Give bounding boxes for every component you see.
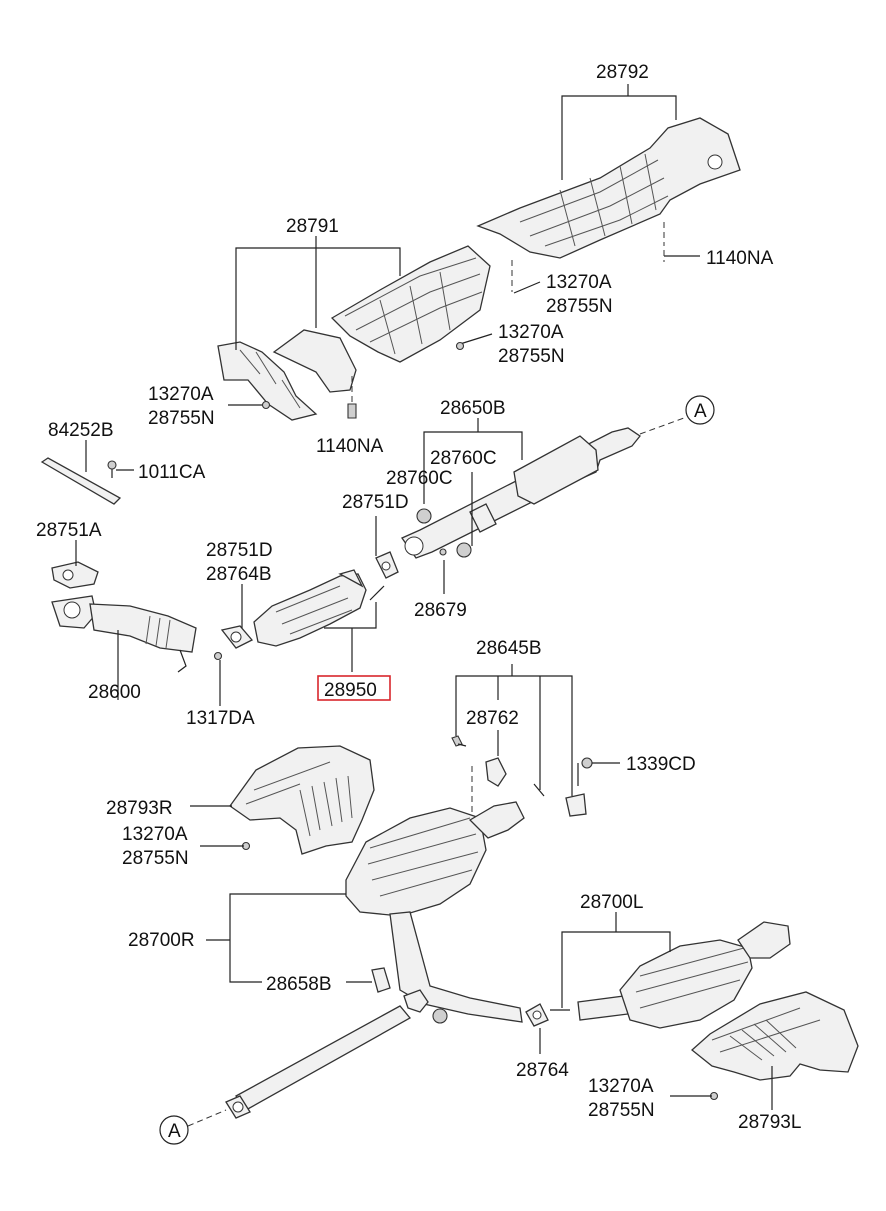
label-28600[interactable]: 28600 (88, 682, 141, 703)
label-28679[interactable]: 28679 (414, 600, 467, 621)
label-28755n-r[interactable]: 28755N (122, 848, 189, 869)
label-13270a-top[interactable]: 13270A (546, 272, 612, 293)
label-28760c-left[interactable]: 28760C (386, 468, 453, 489)
label-28755n-mid[interactable]: 28755N (498, 346, 565, 367)
highlight-box (317, 675, 391, 701)
label-28751a[interactable]: 28751A (36, 520, 102, 541)
ref-circle-bottom (159, 1115, 189, 1145)
stay-drawing (40, 457, 122, 505)
label-1011ca[interactable]: 1011CA (138, 462, 206, 483)
leader-lines (75, 84, 773, 1110)
label-28791[interactable]: 28791 (286, 216, 339, 237)
label-ref-a-bottom[interactable]: A (168, 1121, 181, 1142)
label-28751d-left[interactable]: 28751D (206, 540, 273, 561)
label-ref-a-top[interactable]: A (694, 401, 707, 422)
label-28658b[interactable]: 28658B (266, 974, 332, 995)
label-28764[interactable]: 28764 (516, 1060, 569, 1081)
label-1317da[interactable]: 1317DA (186, 708, 255, 729)
label-1140na-mid[interactable]: 1140NA (316, 436, 384, 457)
label-1140na-top[interactable]: 1140NA (706, 248, 774, 269)
label-28645b[interactable]: 28645B (476, 638, 542, 659)
label-28760c-right[interactable]: 28760C (430, 448, 497, 469)
heat-protector-r-drawing (229, 745, 375, 855)
heat-protector-rear-upper-drawing (476, 117, 741, 259)
catalytic-converter-drawing (220, 551, 399, 649)
label-28650b[interactable]: 28650B (440, 398, 506, 419)
main-muffler-r-drawing (345, 801, 525, 1024)
hanger-kit-drawing (451, 735, 593, 830)
heat-protector-l-drawing (690, 991, 859, 1101)
heat-protector-front-upper-drawing (217, 245, 491, 421)
label-13270a-left[interactable]: 13270A (148, 384, 214, 405)
label-28700l[interactable]: 28700L (580, 892, 643, 913)
label-1339cd[interactable]: 1339CD (626, 754, 696, 775)
label-13270a-l[interactable]: 13270A (588, 1076, 654, 1097)
label-28762[interactable]: 28762 (466, 708, 519, 729)
label-13270a-r[interactable]: 13270A (122, 824, 188, 845)
label-28755n-top[interactable]: 28755N (546, 296, 613, 317)
rear-pipe-drawing (187, 1005, 411, 1127)
center-muffler-drawing (401, 417, 685, 559)
label-28700r[interactable]: 28700R (128, 930, 195, 951)
label-13270a-mid[interactable]: 13270A (498, 322, 564, 343)
label-28751d-center[interactable]: 28751D (342, 492, 409, 513)
label-28792[interactable]: 28792 (596, 62, 649, 83)
label-84252b[interactable]: 84252B (48, 420, 114, 441)
label-28764b[interactable]: 28764B (206, 564, 272, 585)
label-28755n-left[interactable]: 28755N (148, 408, 215, 429)
front-pipe-drawing (51, 561, 223, 673)
label-28950[interactable]: 28950 (324, 680, 377, 701)
label-28755n-l[interactable]: 28755N (588, 1100, 655, 1121)
main-muffler-l-drawing (525, 921, 791, 1029)
label-28793r[interactable]: 28793R (106, 798, 173, 819)
label-28793l[interactable]: 28793L (738, 1112, 801, 1133)
ref-circle-top (685, 395, 715, 425)
